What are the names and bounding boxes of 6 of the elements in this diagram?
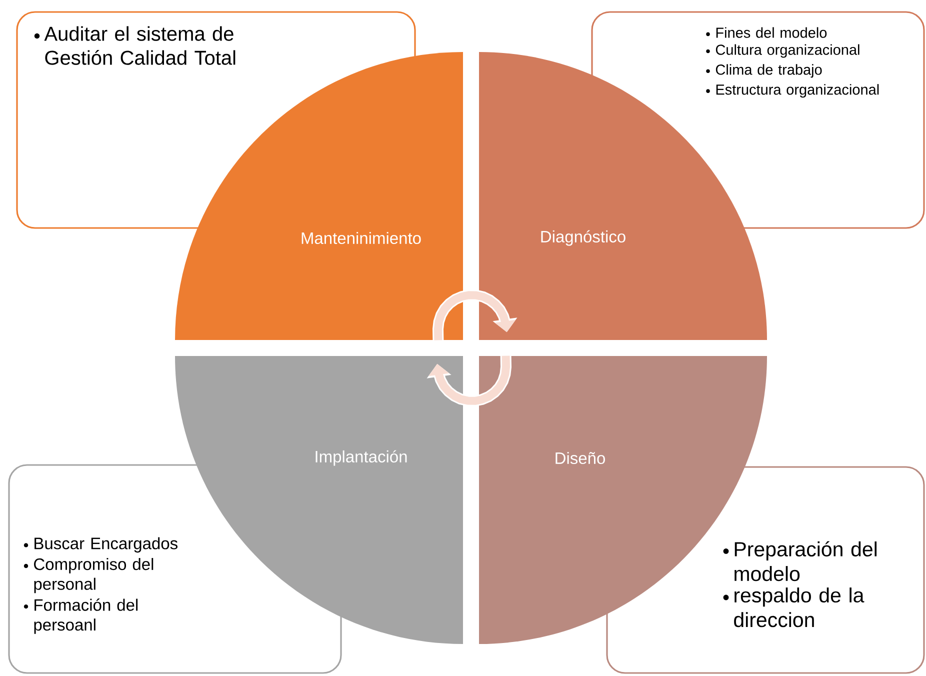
cycle-arrow (426, 356, 512, 406)
bullet-item: Formación del persoanl (24, 598, 138, 634)
bullet-item: Fines del modelo (706, 27, 827, 38)
bullet-item: Compromiso del personal (24, 558, 154, 594)
cycle-arrow (432, 290, 518, 340)
bullet-item: Buscar Encargados (24, 537, 178, 553)
